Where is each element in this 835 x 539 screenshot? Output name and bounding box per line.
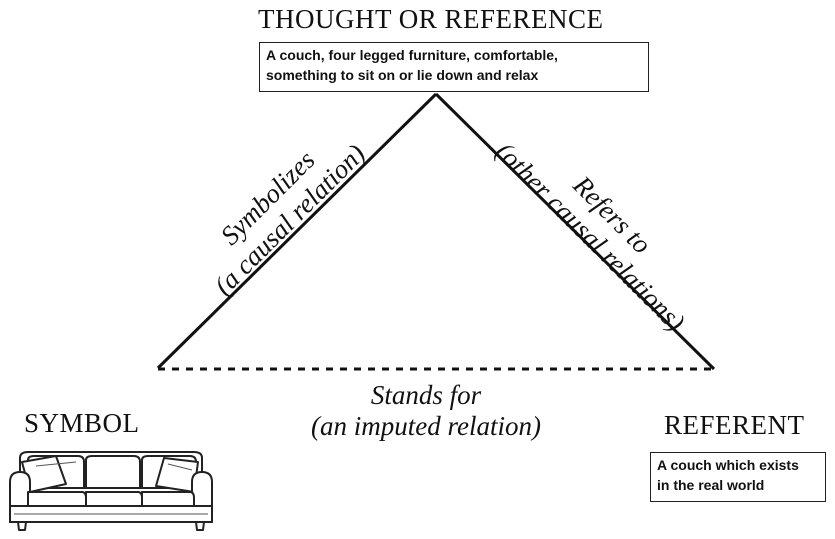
- stands-for-label: Stands for (an imputed relation): [296, 380, 556, 442]
- referent-heading: REFERENT: [664, 410, 805, 440]
- refers-to-edge: [434, 92, 716, 371]
- stands-for-label-line-1: Stands for: [370, 380, 482, 410]
- thought-description-line-2: something to sit on or lie down and rela…: [266, 67, 539, 83]
- thought-description-box: A couch, four legged furniture, comforta…: [259, 42, 649, 92]
- symbol-heading: SYMBOL: [24, 408, 140, 438]
- referent-description-line-2: in the real world: [657, 477, 765, 493]
- symbolizes-edge: [156, 92, 438, 370]
- thought-heading: THOUGHT OR REFERENCE: [258, 4, 604, 34]
- referent-description-box: A couch which exists in the real world: [650, 452, 826, 502]
- referent-description-line-1: A couch which exists: [657, 457, 799, 473]
- couch-icon: [9, 451, 213, 531]
- stands-for-label-line-2: (an imputed relation): [311, 411, 541, 441]
- thought-description-line-1: A couch, four legged furniture, comforta…: [266, 47, 558, 63]
